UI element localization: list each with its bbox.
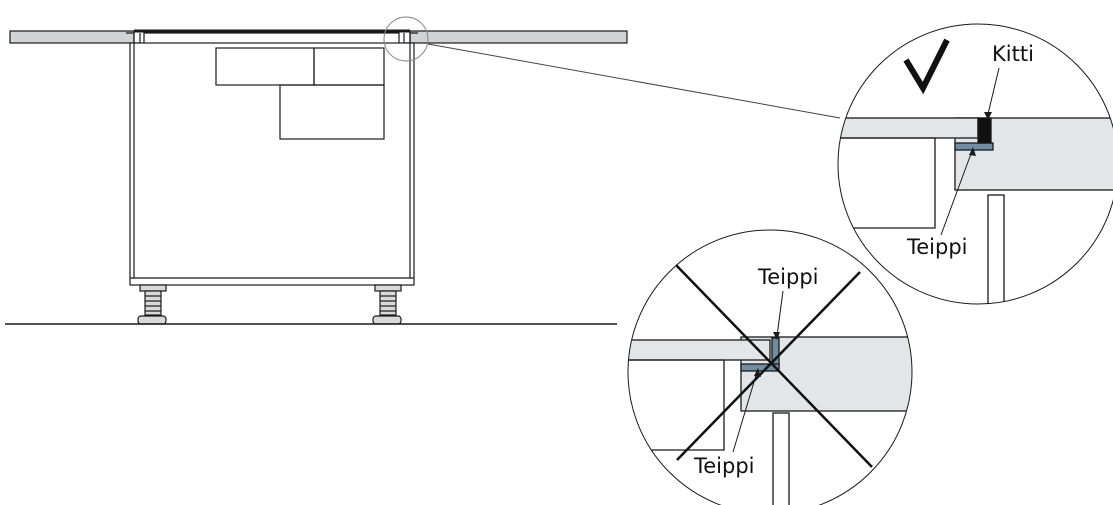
foot-right [372, 284, 402, 325]
tape-strip [954, 142, 994, 151]
cabinet-overview [5, 16, 841, 325]
sealant-strip [977, 117, 992, 144]
detail-leader-line [427, 43, 841, 119]
detail-correct-circle [837, 23, 1113, 305]
worktop-right [409, 30, 628, 44]
label-kitti: Kitti [992, 42, 1034, 66]
foot-left [137, 284, 167, 325]
detail-incorrect: Teippi Teippi [627, 229, 913, 505]
label-teippi-bottom: Teippi [693, 454, 755, 478]
component-box-3 [279, 84, 385, 140]
worktop-left [9, 30, 135, 44]
detail-correct: Kitti Teippi [837, 23, 1113, 305]
detail-incorrect-circle [627, 229, 913, 505]
cross-mark-icon [675, 264, 873, 468]
check-mark-icon [903, 38, 950, 95]
detail-marker-circle [383, 16, 429, 62]
label-teippi-correct: Teippi [906, 235, 968, 259]
label-teippi-top: Teippi [757, 265, 819, 289]
cabinet-body [129, 42, 415, 286]
tape-strip-horizontal [740, 363, 780, 372]
